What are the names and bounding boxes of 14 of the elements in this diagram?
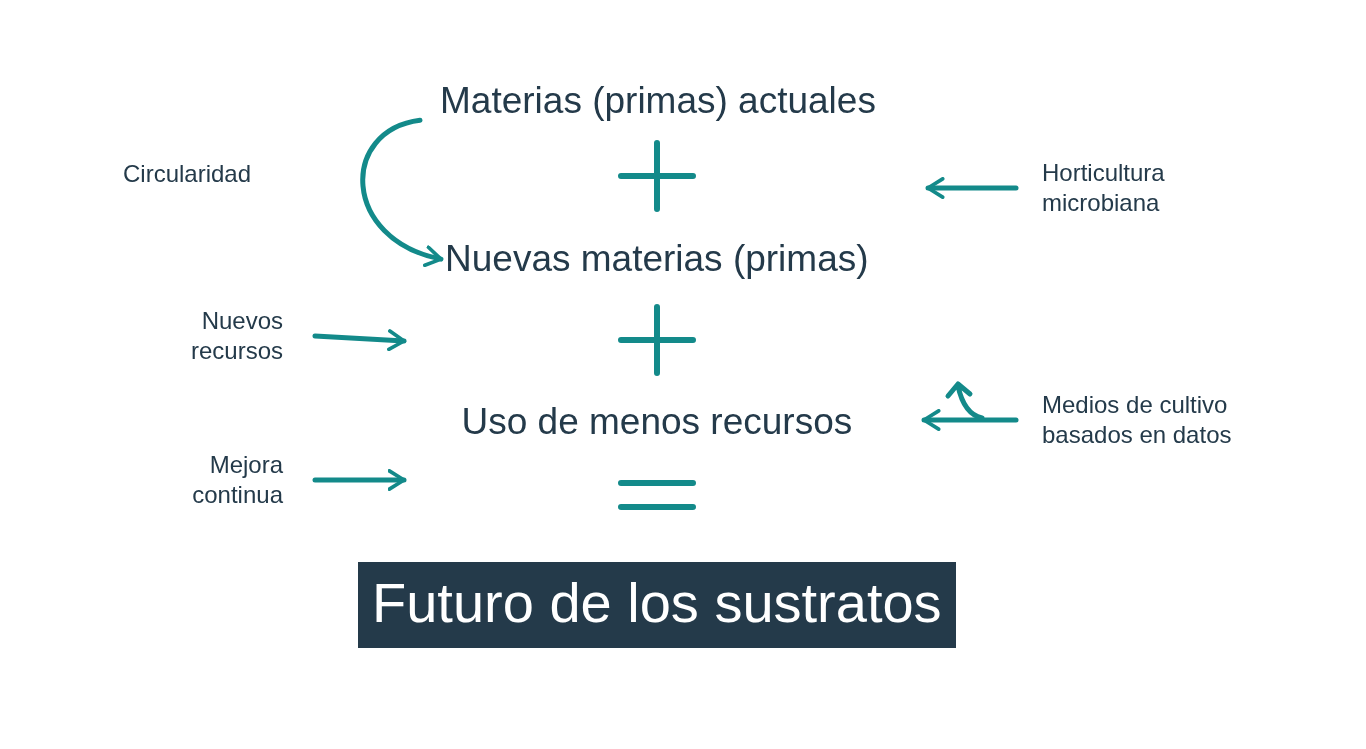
arrow <box>312 469 407 491</box>
influence-text: Medios de cultivo basados en datos <box>1042 390 1272 450</box>
influence-text: Mejora continua <box>153 450 283 510</box>
heading-text: Uso de menos recursos <box>461 399 853 446</box>
arrow <box>312 329 407 352</box>
arrow <box>925 177 1019 199</box>
heading-text: Materias (primas) actuales <box>440 78 876 125</box>
edge-label: Circularidad <box>123 160 252 188</box>
arrow <box>360 117 444 266</box>
influence-text: Nuevos recursos <box>153 306 283 366</box>
heading-text: Nuevas materias (primas) <box>445 236 869 283</box>
influence-text: Horticultura microbiana <box>1042 158 1222 218</box>
arrow <box>921 409 1019 431</box>
result-banner: Futuro de los sustratos <box>358 562 956 648</box>
